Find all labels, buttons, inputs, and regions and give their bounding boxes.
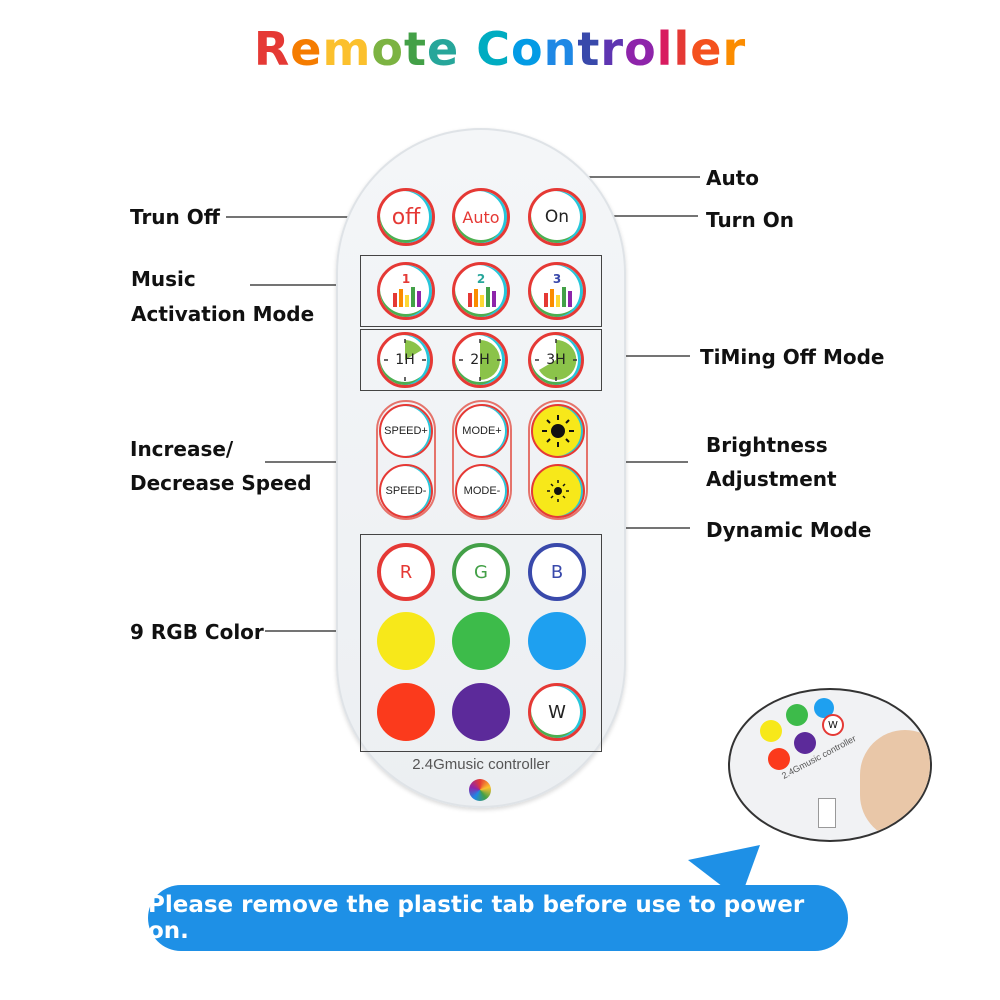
timer-2h-label: 2H <box>470 352 490 368</box>
label-timing: TiMing Off Mode <box>700 345 885 369</box>
music-mode-1-button[interactable]: 1 <box>377 262 435 320</box>
mode-down-button[interactable]: MODE- <box>455 464 509 518</box>
green-button[interactable]: G <box>452 543 510 601</box>
blue-button[interactable]: B <box>528 543 586 601</box>
red-button-label: R <box>399 561 413 583</box>
title-letter: t <box>404 22 428 76</box>
brightness-control <box>528 400 588 520</box>
title-letter <box>459 22 476 76</box>
timer-3h-label: 3H <box>546 352 566 368</box>
mode-up-button[interactable]: MODE+ <box>455 404 509 458</box>
speed-down-button[interactable]: SPEED- <box>379 464 433 518</box>
brightness-down-button[interactable] <box>531 464 585 518</box>
timer-1h-label: 1H <box>395 352 415 368</box>
label-music-2: Activation Mode <box>131 302 315 326</box>
music-mode-group <box>360 255 602 327</box>
red-color-button[interactable] <box>377 683 435 741</box>
purple-color-button <box>794 732 816 754</box>
finger-image <box>860 730 930 840</box>
equalizer-icon: 3 <box>544 272 572 307</box>
label-turn-off: Trun Off <box>130 205 220 229</box>
blue-color-button <box>814 698 834 718</box>
title-letter: l <box>673 22 691 76</box>
inset-brand-text: 2.4Gmusic controller <box>780 733 858 781</box>
page-title: Remote Controller <box>0 22 1000 76</box>
mode-control: MODE+ MODE- <box>452 400 512 520</box>
clock-icon <box>459 339 501 381</box>
music-mode-1-number: 1 <box>402 272 410 286</box>
label-speed-2: Decrease Speed <box>130 471 312 495</box>
title-letter: e <box>690 22 723 76</box>
brand-logo-icon <box>469 779 491 801</box>
brightness-up-button[interactable] <box>531 404 585 458</box>
purple-color-button[interactable] <box>452 683 510 741</box>
green-button-label: G <box>474 561 488 583</box>
title-letter: o <box>511 22 544 76</box>
music-mode-3-number: 3 <box>553 272 561 286</box>
sun-small-icon <box>547 480 569 502</box>
label-rgb: 9 RGB Color <box>130 620 264 644</box>
on-button[interactable]: On <box>528 188 586 246</box>
auto-button-label: Auto <box>462 207 500 227</box>
blue-button-label: B <box>550 561 564 583</box>
yellow-color-button[interactable] <box>377 612 435 670</box>
label-bright-2: Adjustment <box>706 467 837 491</box>
music-mode-2-number: 2 <box>477 272 485 286</box>
title-letter: r <box>600 22 625 76</box>
remote-body: off Auto On 1 2 3 <box>336 128 626 808</box>
rgb-color-group <box>360 534 602 752</box>
label-bright-1: Brightness <box>706 433 828 457</box>
label-music-1: Music <box>131 267 196 291</box>
equalizer-icon: 1 <box>393 272 421 307</box>
title-letter: t <box>577 22 601 76</box>
red-color-button <box>768 748 790 770</box>
notice-bubble: Please remove the plastic tab before use… <box>148 885 848 951</box>
brand-text: 2.4Gmusic controller <box>412 756 550 773</box>
label-speed-1: Increase/ <box>130 437 234 461</box>
white-button: W <box>822 714 844 736</box>
green-color-button[interactable] <box>452 612 510 670</box>
title-letter: o <box>371 22 405 76</box>
sun-large-icon <box>542 415 574 447</box>
auto-button[interactable]: Auto <box>452 188 510 246</box>
red-button[interactable]: R <box>377 543 435 601</box>
label-turn-on: Turn On <box>706 208 794 232</box>
equalizer-icon: 2 <box>468 272 496 307</box>
title-letter: n <box>543 22 578 76</box>
title-letter: l <box>656 22 674 76</box>
music-mode-2-button[interactable]: 2 <box>452 262 510 320</box>
speed-control: SPEED+ SPEED- <box>376 400 436 520</box>
speed-up-button[interactable]: SPEED+ <box>379 404 433 458</box>
label-auto: Auto <box>706 166 760 190</box>
white-button[interactable]: W <box>528 683 586 741</box>
yellow-color-button <box>760 720 782 742</box>
off-button[interactable]: off <box>377 188 435 246</box>
title-letter: r <box>722 22 747 76</box>
title-letter: R <box>253 22 291 76</box>
title-letter: C <box>476 22 512 76</box>
notice-text: Please remove the plastic tab before use… <box>148 892 805 944</box>
title-letter: m <box>322 22 372 76</box>
blue-color-button[interactable] <box>528 612 586 670</box>
title-letter: e <box>427 22 460 76</box>
timer-3h-button[interactable]: 3H <box>528 332 584 388</box>
title-letter: o <box>624 22 657 76</box>
off-button-label: off <box>391 204 421 230</box>
clock-icon <box>535 339 577 381</box>
title-letter: e <box>290 22 323 76</box>
green-color-button <box>786 704 808 726</box>
plastic-tab <box>818 798 836 828</box>
inset-remote-photo: W 2.4Gmusic controller <box>728 688 932 842</box>
timer-1h-button[interactable]: 1H <box>377 332 433 388</box>
on-button-label: On <box>544 207 570 227</box>
white-button-label: W <box>548 701 566 723</box>
timer-group <box>360 329 602 391</box>
music-mode-3-button[interactable]: 3 <box>528 262 586 320</box>
timer-2h-button[interactable]: 2H <box>452 332 508 388</box>
clock-icon <box>384 339 426 381</box>
label-dynamic: Dynamic Mode <box>706 518 872 542</box>
